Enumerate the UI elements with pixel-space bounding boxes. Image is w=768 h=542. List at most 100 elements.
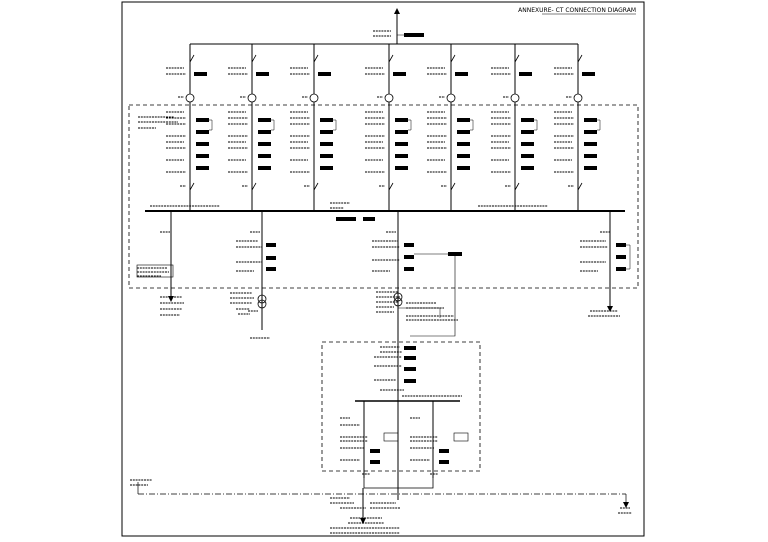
feeder-breaker: [450, 182, 456, 191]
feeder-ct-symbol: [309, 93, 319, 103]
feeder-relay-box: [196, 154, 209, 158]
feeder-relay-box: [457, 118, 470, 122]
feeder-column: [446, 44, 474, 211]
feeder-breaker: [388, 182, 394, 191]
right-box-3: [616, 267, 626, 271]
feeder-relay-box: [395, 118, 408, 122]
outgoing-left-note-box: [136, 264, 174, 278]
feeder-relay-box: [395, 154, 408, 158]
centre-relay-wire: [410, 253, 456, 337]
feeder-box-link: [209, 119, 213, 131]
feeder-column: [185, 44, 213, 211]
feeder-relay-box: [320, 118, 333, 122]
lower-left-note-box: [383, 432, 399, 442]
feeder-relay-box: [584, 118, 597, 122]
feeder-relay-box: [196, 142, 209, 146]
feeder-breaker: [313, 182, 319, 191]
feeder-relay-box: [521, 130, 534, 134]
lower-box-4: [404, 379, 416, 383]
feeder-ct-symbol: [384, 93, 394, 103]
right-box-link: [626, 244, 631, 270]
feeder-box-link: [408, 119, 412, 131]
final-outgoing-arrow: [360, 518, 366, 524]
feeder-switch: [577, 54, 583, 63]
feeder-top-box: [256, 72, 269, 76]
feeder-column: [384, 44, 412, 211]
feeder-top-box: [393, 72, 406, 76]
feeder-relay-box: [320, 130, 333, 134]
feeder-ct-symbol: [446, 93, 456, 103]
lower-box-1: [404, 346, 416, 350]
incomer-meter-box: [404, 33, 424, 37]
feeder-relay-box: [196, 118, 209, 122]
feeder-relay-box: [258, 130, 271, 134]
feeder-breaker: [514, 182, 520, 191]
centre-aux-wire: [398, 307, 441, 318]
feeder-relay-box: [457, 154, 470, 158]
feeder-breaker: [189, 182, 195, 191]
feeder-top-box: [318, 72, 331, 76]
feeder-switch: [514, 54, 520, 63]
incomer-arrow: [394, 8, 400, 14]
feeder-relay-box: [521, 154, 534, 158]
feeder-column: [309, 44, 337, 211]
feeder-column: [573, 44, 601, 211]
feeder-switch: [251, 54, 257, 63]
right-box-1: [616, 243, 626, 247]
feeder-relay-box: [320, 154, 333, 158]
transformer-left-box-2: [266, 256, 276, 260]
feeder-column: [247, 44, 275, 211]
transformer-left-box-3: [266, 267, 276, 271]
lower-box-2: [404, 356, 416, 360]
feeder-relay-box: [521, 166, 534, 170]
feeder-relay-box: [258, 142, 271, 146]
lower-right-note-box: [453, 432, 469, 442]
outgoing-left-arrow: [168, 296, 174, 302]
right-box-2: [616, 255, 626, 259]
drawing-frame: [121, 1, 645, 537]
feeder-ct-symbol: [185, 93, 195, 103]
centre-box-1: [404, 243, 414, 247]
lower-panel-boundary: [321, 341, 481, 472]
feeder-switch: [388, 54, 394, 63]
feeder-relay-box: [521, 118, 534, 122]
feeder-relay-box: [457, 166, 470, 170]
lower-box-3: [404, 367, 416, 371]
feeder-relay-box: [584, 154, 597, 158]
feeder-switch: [313, 54, 319, 63]
outgoing-right-arrow: [607, 306, 613, 312]
feeder-relay-box: [196, 130, 209, 134]
annotation-marks: [130, 30, 632, 534]
feeder-box-link: [470, 119, 474, 131]
feeder-relay-box: [584, 142, 597, 146]
bus-coupler-box-left: [336, 217, 356, 221]
feeder-top-box: [194, 72, 207, 76]
feeder-group: [185, 44, 601, 211]
feeder-box-link: [271, 119, 275, 131]
feeder-relay-box: [395, 166, 408, 170]
feeder-switch: [450, 54, 456, 63]
feeder-breaker: [251, 182, 257, 191]
lower-right-box-2: [439, 460, 449, 464]
feeder-relay-box: [457, 130, 470, 134]
lower-left-box-1: [370, 449, 380, 453]
feeder-relay-box: [457, 142, 470, 146]
feeder-relay-box: [584, 166, 597, 170]
feeder-box-link: [333, 119, 337, 131]
upper-panel-boundary: [128, 104, 639, 289]
feeder-ct-symbol: [510, 93, 520, 103]
feeder-relay-box: [584, 130, 597, 134]
feeder-column: [510, 44, 538, 211]
feeder-ct-symbol: [247, 93, 257, 103]
transformer-left-symbol-2: [257, 299, 267, 309]
feeder-top-box: [519, 72, 532, 76]
feeder-switch: [189, 54, 195, 63]
feeder-top-box: [582, 72, 595, 76]
centre-box-3: [404, 267, 414, 271]
bus-coupler-box-right: [363, 217, 375, 221]
feeder-box-link: [534, 119, 538, 131]
feeder-top-box: [455, 72, 468, 76]
feeder-relay-box: [196, 166, 209, 170]
lower-left-box-2: [370, 460, 380, 464]
